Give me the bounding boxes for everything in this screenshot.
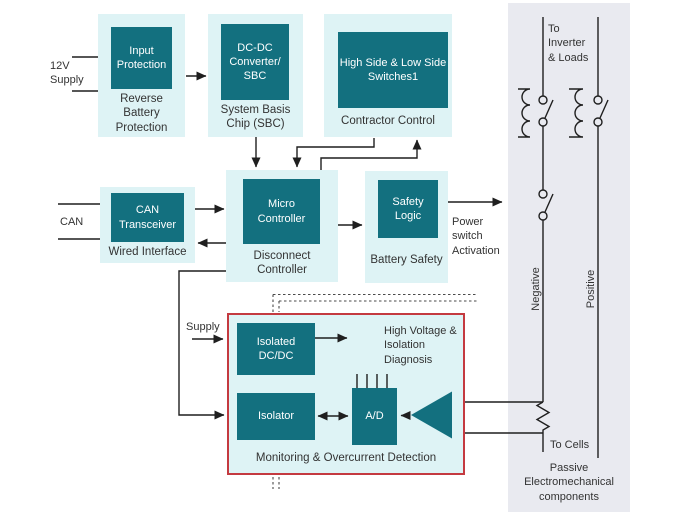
amplifier-triangle [411, 391, 452, 439]
contactor-coil-negative [518, 88, 531, 138]
contactor-switch-positive [593, 95, 609, 127]
arrow-contactor-to-micro [292, 138, 375, 168]
negative-rail-label: Negative [530, 267, 542, 311]
ad-converter-block: A/D [352, 388, 397, 445]
contactor-switch-negative [538, 95, 554, 127]
battery-safety-caption: Battery Safety [370, 254, 443, 266]
supply-label: Supply [186, 321, 220, 333]
high-low-side-switches-block: High Side & Low Side Switches1 [338, 32, 448, 108]
signal-connectors [58, 56, 543, 434]
panel-symbols [518, 17, 609, 458]
reverse-battery-protection-caption: Reverse Battery Protection [115, 93, 168, 134]
power-switch-activation-label: Power switch Activation [452, 216, 500, 257]
isolator-block: Isolator [237, 393, 315, 440]
to-cells-label: To Cells [550, 439, 590, 451]
supply-12v-label: 12V Supply [50, 60, 84, 87]
system-basis-chip-caption: System Basis Chip (SBC) [220, 104, 291, 131]
safety-logic-block: Safety Logic [378, 180, 438, 238]
shunt-resistor [535, 401, 551, 431]
dcdc-converter-sbc-block: DC-DC Converter/ SBC [221, 24, 289, 100]
isolated-dcdc-block: Isolated DC/DC [237, 323, 315, 375]
contactor-coil-positive [569, 88, 584, 138]
isolation-boundary-dotted-lines [272, 293, 477, 489]
high-voltage-isolation-note: High Voltage & Isolation Diagnosis [384, 325, 457, 366]
passive-electromechanical-panel [508, 3, 630, 512]
input-protection-block: Input Protection [111, 27, 172, 89]
arrow-micro-to-isolator [178, 270, 226, 420]
to-inverter-loads-label: To Inverter & Loads [548, 23, 589, 64]
disconnect-controller-caption: Disconnect Controller [253, 250, 311, 277]
can-label: CAN [60, 216, 84, 228]
passive-electromechanical-label: Passive Electromechanical components [524, 462, 614, 503]
can-transceiver-block: CAN Transceiver [111, 193, 184, 242]
arrow-micro-to-contactor [320, 139, 422, 170]
monitoring-overcurrent-caption: Monitoring & Overcurrent Detection [255, 452, 437, 464]
ad-input-ticks [356, 374, 388, 388]
power-switch-symbol [538, 189, 554, 221]
contactor-control-caption: Contractor Control [341, 115, 435, 127]
wired-interface-caption: Wired Interface [108, 246, 187, 258]
micro-controller-block: Micro Controller [243, 179, 320, 244]
positive-rail-label: Positive [585, 269, 597, 309]
